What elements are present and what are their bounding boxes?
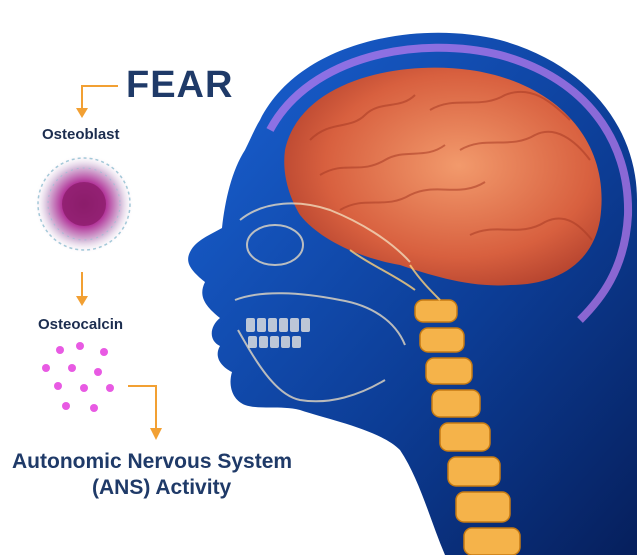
arrow-head-3 xyxy=(150,428,162,440)
arrow-head-1 xyxy=(76,108,88,118)
osteoblast-label: Osteoblast xyxy=(42,126,120,143)
osteocalcin-label: Osteocalcin xyxy=(38,316,123,333)
ans-label-line2: (ANS) Activity xyxy=(92,476,231,500)
elbow-arrow-icon xyxy=(128,386,156,432)
osteoblast-cell-icon xyxy=(34,154,134,254)
arrow-head-2 xyxy=(76,296,88,306)
molecule-dots-icon xyxy=(42,342,114,412)
fear-title: FEAR xyxy=(126,64,233,107)
ans-label-line1: Autonomic Nervous System xyxy=(12,450,292,474)
head-xray-illustration xyxy=(188,33,637,555)
